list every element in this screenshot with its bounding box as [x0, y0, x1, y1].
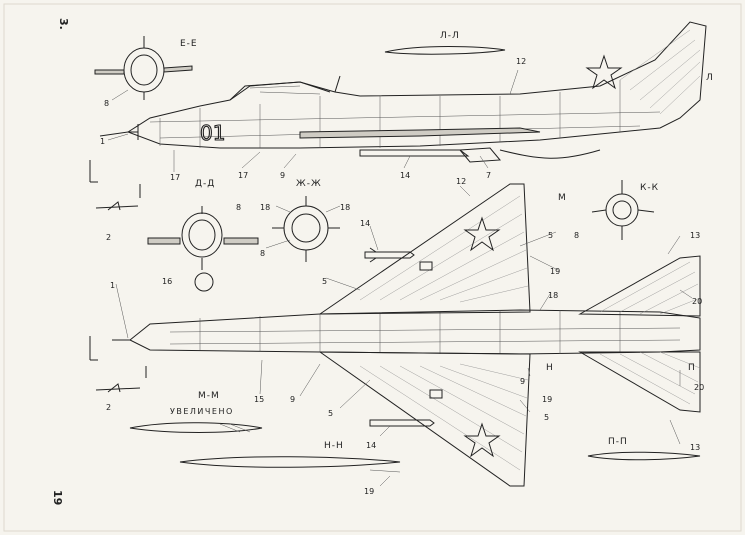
callout-label: 19: [550, 267, 560, 276]
section-label-n: Н: [546, 363, 554, 373]
callout-label: 16: [162, 277, 172, 286]
callout-label: 7: [486, 171, 491, 180]
page-number: 19: [51, 490, 64, 505]
callout-label: 17: [170, 173, 180, 182]
tail-star-icon: [585, 54, 623, 90]
callout-label: 14: [366, 441, 376, 450]
callout-label: 5: [328, 409, 333, 418]
callout-label: 5: [548, 231, 553, 240]
side-view: 01: [99, 21, 707, 163]
airfoil-m-m: [129, 422, 263, 433]
callout-label: 12: [516, 57, 526, 66]
callout-label: 9: [520, 377, 525, 386]
section-label-e-e: Е-Е: [180, 39, 198, 49]
plan-view: [112, 183, 701, 487]
callout-label: 5: [322, 277, 327, 286]
callout-label: 14: [400, 171, 410, 180]
callout-label: 8: [574, 231, 579, 240]
callout-label: 12: [456, 177, 466, 186]
section-e-e: [94, 36, 193, 100]
callout-label: 8: [260, 249, 265, 258]
leader-lines: [107, 69, 693, 487]
section-label-p: П: [688, 363, 696, 373]
section-label-m: М: [558, 193, 567, 203]
callout-label: 18: [340, 203, 350, 212]
callout-label: 13: [690, 231, 700, 240]
callout-label: 18: [548, 291, 558, 300]
wing-star-top-icon: [463, 216, 501, 252]
section-label-l: Л: [706, 73, 714, 83]
callout-label: 2: [106, 233, 111, 242]
section-label-m-m: М-М: [198, 391, 220, 401]
section-label-n-n: Н-Н: [324, 441, 344, 451]
section-label-l-l: Л-Л: [440, 31, 460, 41]
callout-label: 18: [260, 203, 270, 212]
callout-label: 1: [100, 137, 105, 146]
airfoil-p-p: [587, 451, 701, 461]
callout-label: 19: [542, 395, 552, 404]
callout-label: 8: [236, 203, 241, 212]
wing-star-bottom-icon: [463, 422, 501, 458]
airfoil-n-n: [179, 456, 401, 468]
callout-label: 14: [360, 219, 370, 228]
airfoil-l-l: [384, 46, 506, 55]
section-d-d: [147, 206, 259, 292]
enlarged-note: УВЕЛИЧЕНО: [170, 407, 234, 416]
callout-label: 20: [694, 383, 704, 392]
callout-label: 17: [238, 171, 248, 180]
frame-marks-top: [89, 160, 141, 211]
callout-label: 15: [254, 395, 264, 404]
section-label-zh-zh: Ж-Ж: [296, 179, 322, 189]
section-label-k-k: К-К: [640, 183, 659, 193]
corner-mark: 3.: [57, 18, 70, 30]
callout-label: 20: [692, 297, 702, 306]
section-label-d-d: Д-Д: [195, 179, 215, 189]
missile-middle: [364, 247, 415, 263]
callout-label: 1: [110, 281, 115, 290]
callout-label: 19: [364, 487, 374, 496]
section-zh-zh: [272, 196, 340, 262]
callout-label: 9: [290, 395, 295, 404]
callout-label: 9: [280, 171, 285, 180]
callout-label: 13: [690, 443, 700, 452]
callout-label: 8: [104, 99, 109, 108]
section-label-p-p: П-П: [608, 437, 628, 447]
frame-marks-bottom: [89, 336, 147, 393]
section-k-k: [591, 180, 655, 240]
tail-number: 01: [200, 121, 225, 145]
callout-label: 5: [544, 413, 549, 422]
page-frame: [3, 3, 742, 532]
callout-label: 2: [106, 403, 111, 412]
